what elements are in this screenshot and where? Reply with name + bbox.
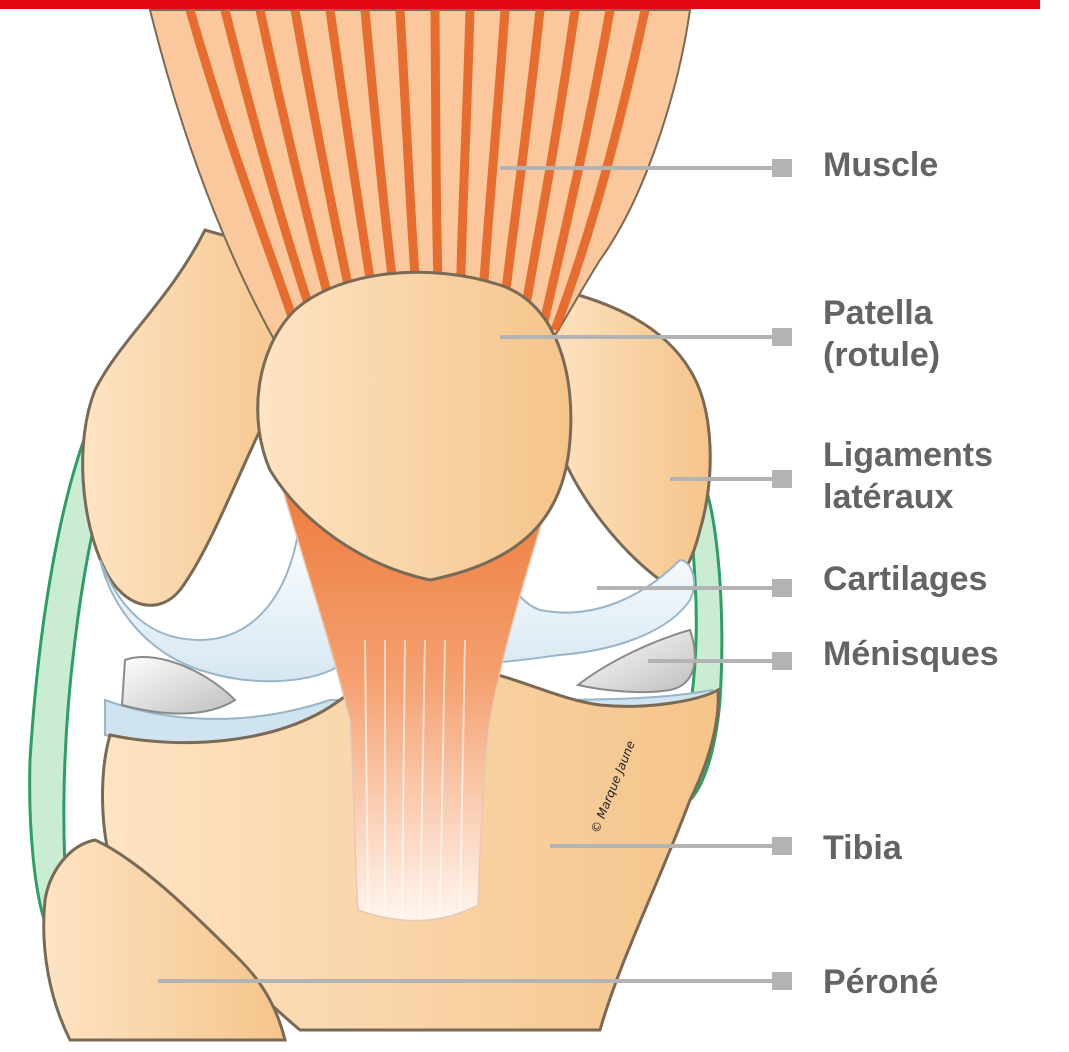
label-patella-line-2: (rotule) xyxy=(823,334,940,376)
label-patella: Patella (rotule) xyxy=(823,292,940,376)
label-perone-line-1: Péroné xyxy=(823,961,938,1003)
leader-marker-muscle xyxy=(772,159,792,177)
label-ligaments: Ligaments latéraux xyxy=(823,434,993,518)
label-tibia-line-1: Tibia xyxy=(823,827,902,869)
label-patella-line-1: Patella xyxy=(823,292,940,334)
label-cartilages: Cartilages xyxy=(823,558,987,600)
label-ligaments-line-1: Ligaments xyxy=(823,434,993,476)
label-perone: Péroné xyxy=(823,961,938,1003)
leader-marker-tibia xyxy=(772,837,792,855)
label-ligaments-line-2: latéraux xyxy=(823,476,993,518)
label-menisques-line-1: Ménisques xyxy=(823,633,999,675)
leader-marker-patella xyxy=(772,328,792,346)
label-muscle: Muscle xyxy=(823,144,938,186)
leader-endpoints xyxy=(772,159,792,990)
leader-marker-cartilages xyxy=(772,579,792,597)
label-menisques: Ménisques xyxy=(823,633,999,675)
label-tibia: Tibia xyxy=(823,827,902,869)
leader-marker-menisques xyxy=(772,652,792,670)
leader-marker-perone xyxy=(772,972,792,990)
label-cartilages-line-1: Cartilages xyxy=(823,558,987,600)
label-muscle-line-1: Muscle xyxy=(823,144,938,186)
leader-marker-ligaments xyxy=(772,470,792,488)
